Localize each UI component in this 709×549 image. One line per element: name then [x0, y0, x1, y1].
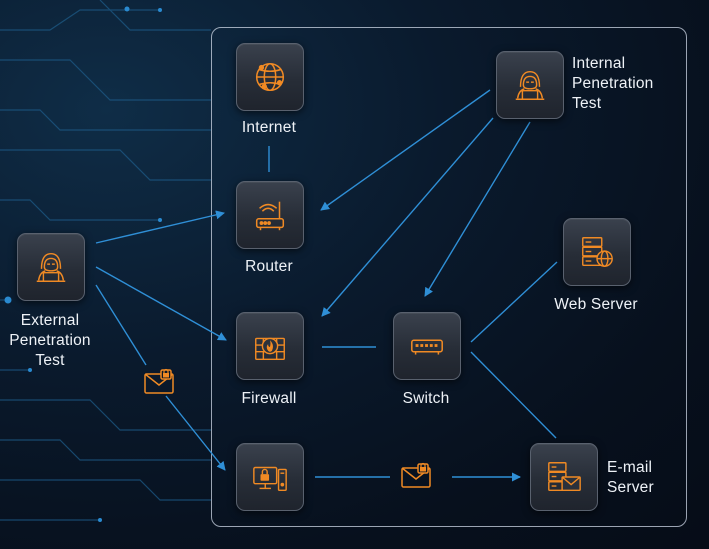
server-mail-icon: [548, 462, 581, 492]
router-label: Router: [245, 258, 293, 275]
internal-pentest-label-line-2: Penetration: [572, 75, 654, 92]
email-server-node[interactable]: [530, 443, 598, 511]
line-switch-emailserver: [470, 351, 557, 439]
router-icon: [255, 201, 285, 231]
web-server-node[interactable]: [563, 218, 631, 286]
internal-network-frame: [211, 27, 687, 527]
computer-lock-icon: [253, 466, 287, 492]
globe-icon: [255, 62, 285, 92]
switch-node[interactable]: [393, 312, 461, 380]
external-pentest-label-line-1: External: [20, 312, 80, 329]
locked-mail-icon: [401, 462, 431, 488]
internal-pentest-label-line-1: Internal: [572, 55, 626, 72]
internal-pentest-label-line-3: Test: [572, 95, 602, 112]
external-pentest-node[interactable]: [17, 233, 85, 301]
internet-label: Internet: [241, 119, 297, 136]
external-pentest-label-line-2: Penetration: [9, 332, 91, 349]
arrow-mail-workstation: [165, 395, 226, 471]
internal-pentest-node[interactable]: [496, 51, 564, 119]
arrow-external-firewall: [95, 266, 227, 341]
internal-pentest-label: Internal Penetration Test: [572, 54, 653, 114]
external-pentest-label: External Penetration Test: [9, 311, 90, 371]
workstation-node[interactable]: [236, 443, 304, 511]
arrow-internal-firewall: [321, 117, 494, 317]
router-node[interactable]: [236, 181, 304, 249]
email-server-label-line-1: E-mail: [607, 459, 653, 476]
line-switch-webserver: [470, 261, 558, 343]
hacker-icon: [515, 70, 545, 100]
switch-icon: [411, 339, 443, 355]
switch-label: Switch: [402, 390, 450, 407]
firewall-node[interactable]: [236, 312, 304, 380]
locked-mail-icon: [144, 368, 174, 394]
internet-node[interactable]: [236, 43, 304, 111]
arrow-internal-switch: [424, 121, 531, 297]
arrow-external-router: [95, 210, 225, 244]
email-server-label-line-2: Server: [607, 479, 654, 496]
arrow-internal-router: [320, 89, 491, 211]
line-external-mail: [95, 284, 147, 366]
hacker-icon: [36, 252, 66, 282]
firewall-icon: [255, 337, 285, 361]
email-server-label: E-mail Server: [607, 458, 654, 498]
external-pentest-label-line-3: Test: [35, 352, 65, 369]
firewall-label: Firewall: [241, 390, 297, 407]
server-globe-icon: [582, 237, 613, 267]
web-server-label: Web Server: [554, 296, 638, 313]
